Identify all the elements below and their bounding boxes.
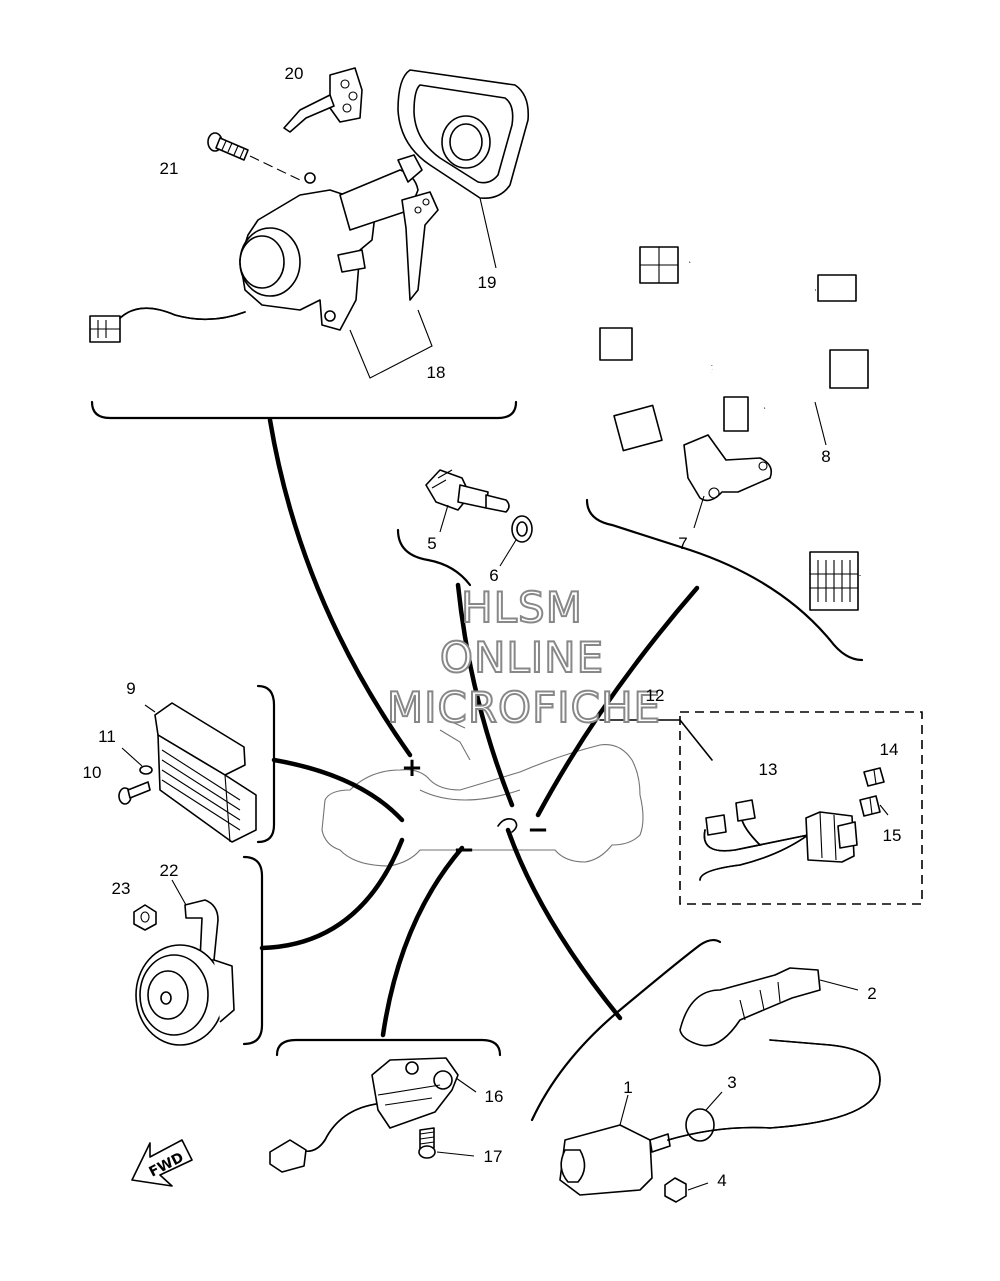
bracket-harness-group: [585, 498, 864, 662]
leader-ignition: [267, 417, 413, 758]
group-brackets: [90, 400, 923, 1122]
callout-labels: 1 2 3 4 5 6 7 8 9 10 11 12 13 14 15 16 1…: [83, 64, 902, 1190]
callout-19: 19: [478, 273, 497, 292]
callout-14: 14: [880, 740, 899, 759]
keys-20: [283, 67, 363, 133]
callout-8: 8: [821, 447, 830, 466]
watermark-line-2: ONLINE: [440, 633, 604, 682]
watermark: HLSM ONLINE MICROFICHE: [386, 582, 661, 733]
screw-21: [207, 132, 301, 181]
connector-15: [859, 795, 889, 817]
spark-plug-cap-2: [679, 967, 859, 1047]
plus-sign-battery: +: [401, 753, 423, 783]
bracket-coil-group: [530, 938, 722, 1122]
bracket-horn-group: [242, 855, 264, 1046]
leader-coil: [505, 827, 623, 1021]
callout-18: 18: [427, 363, 446, 382]
watermark-line-3: MICROFICHE: [387, 683, 661, 732]
callout-17: 17: [484, 1147, 503, 1166]
connector-14: [863, 767, 885, 787]
callout-7: 7: [678, 534, 687, 553]
callout-4: 4: [717, 1171, 726, 1190]
callout-2: 2: [867, 984, 876, 1003]
group-leaders: [259, 417, 713, 1038]
bracket-sensor-group: [396, 528, 472, 587]
horn-22: [135, 879, 235, 1046]
callout-20: 20: [285, 64, 304, 83]
sensor-5: [425, 469, 510, 533]
leader-rectifier: [271, 757, 405, 823]
optional-kit-box: [679, 711, 923, 905]
leader-horn: [259, 837, 405, 951]
leader-optional-kit: [599, 719, 713, 761]
leader-relay: [380, 845, 465, 1038]
leader-harness: [535, 585, 700, 818]
callout-6: 6: [489, 566, 498, 585]
watermark-line-1: HLSM: [461, 583, 583, 632]
motorcycle-outline: [321, 721, 644, 867]
bracket-relay-group: [275, 1038, 502, 1057]
cable-clip-3: [685, 1091, 723, 1142]
relay-16: [269, 1057, 477, 1173]
nut-4: [664, 1177, 709, 1203]
ground-symbol: [497, 818, 518, 833]
fwd-arrow: FWD: [131, 1139, 193, 1187]
optional-harness-12: [699, 799, 858, 881]
callout-16: 16: [485, 1087, 504, 1106]
callout-15: 15: [883, 826, 902, 845]
callout-21: 21: [160, 159, 179, 178]
nut-23: [133, 904, 157, 931]
rectifier-regulator-9: [144, 702, 257, 843]
callout-9: 9: [126, 679, 135, 698]
callout-11: 11: [98, 727, 116, 746]
bracket-ignition-group: [90, 400, 518, 420]
callout-13: 13: [759, 760, 778, 779]
callout-23: 23: [112, 879, 131, 898]
callout-12: 12: [646, 686, 665, 705]
callout-5: 5: [427, 534, 436, 553]
washer-6: [499, 515, 533, 567]
leader-sensor: [455, 582, 515, 808]
washer-11: [121, 747, 153, 775]
callout-10: 10: [83, 763, 102, 782]
minus-sign-relay: −: [453, 835, 475, 865]
callout-22: 22: [160, 861, 179, 880]
callout-1: 1: [623, 1078, 632, 1097]
ignition-coil-1: [559, 1039, 881, 1196]
screw-10: [118, 781, 151, 805]
switch-cover-19: [397, 69, 530, 269]
wire-harness-8: [599, 246, 921, 611]
bracket-rectifier-group: [256, 684, 276, 844]
callout-3: 3: [727, 1073, 736, 1092]
sensor-7: [683, 434, 773, 529]
minus-sign-harness: −: [527, 815, 549, 845]
main-switch-assembly: [89, 67, 530, 379]
bolt-17: [418, 1127, 475, 1159]
